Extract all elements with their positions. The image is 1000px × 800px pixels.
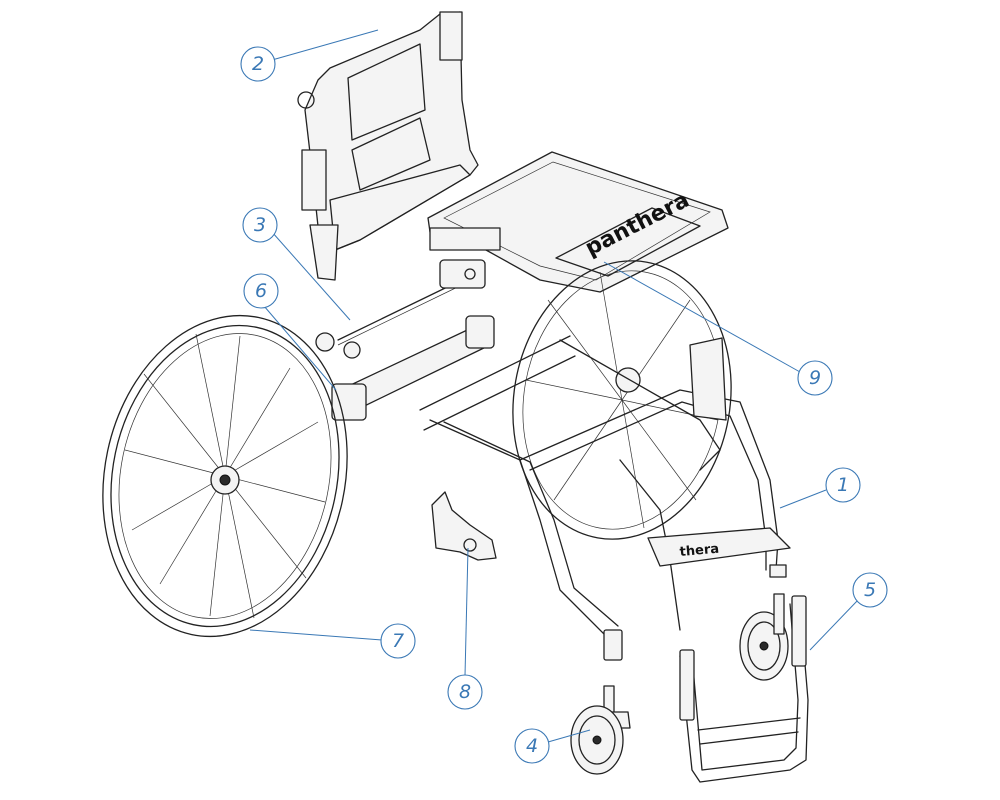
svg-text:2: 2 [252, 53, 264, 75]
leader-1 [779, 489, 827, 509]
wheel-lock-part [431, 491, 497, 561]
callout-7: 7 [380, 623, 416, 659]
callout-4: 4 [514, 728, 550, 764]
leader-lines [249, 29, 859, 743]
leader-5 [809, 599, 859, 651]
leader-7 [249, 629, 383, 641]
rear-wheel-part [102, 314, 348, 638]
leader-4 [547, 729, 591, 743]
leader-3 [271, 231, 351, 321]
callout-1: 1 [825, 467, 861, 503]
frame-part: thera [419, 260, 791, 661]
callout-5: 5 [852, 572, 888, 608]
axle-tube-part [331, 315, 495, 421]
svg-text:5: 5 [864, 579, 876, 601]
callout-6: 6 [243, 273, 279, 309]
callout-3: 3 [242, 207, 278, 243]
seat-plate-part: panthera [427, 151, 729, 293]
callout-8: 8 [447, 674, 483, 710]
callout-9: 9 [797, 360, 833, 396]
leader-9 [603, 261, 801, 373]
frame-brand-label: thera [679, 542, 720, 560]
callout-2: 2 [240, 46, 276, 82]
backrest-part [297, 11, 479, 281]
svg-text:9: 9 [809, 367, 821, 389]
svg-text:3: 3 [254, 214, 266, 236]
svg-text:6: 6 [255, 280, 267, 302]
footrest-part [679, 593, 809, 783]
callouts: 1 2 3 4 5 6 7 8 [240, 46, 888, 764]
svg-text:8: 8 [459, 681, 471, 703]
brake-cable-part [315, 259, 486, 359]
leader-2 [271, 29, 379, 61]
svg-text:7: 7 [392, 630, 404, 652]
caster-wheel-part [570, 685, 631, 775]
svg-text:4: 4 [526, 735, 538, 757]
leader-6 [263, 305, 337, 391]
svg-text:1: 1 [837, 474, 849, 496]
leader-8 [464, 547, 469, 677]
